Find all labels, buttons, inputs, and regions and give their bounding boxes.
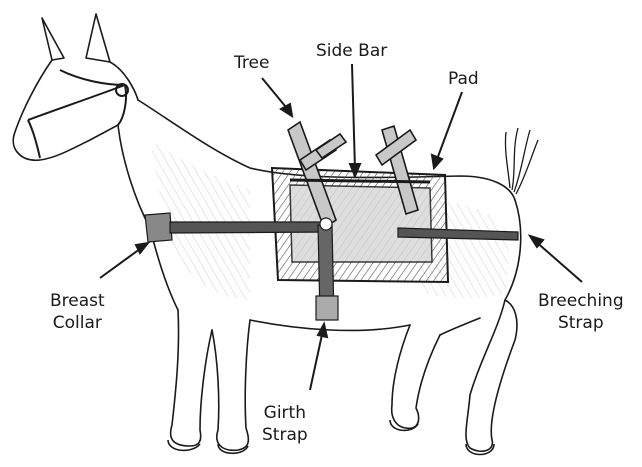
label-breeching-strap: Breeching Strap (538, 290, 624, 334)
label-side-bar: Side Bar (316, 40, 387, 62)
label-girth-strap: Girth Strap (262, 402, 308, 446)
label-tree: Tree (234, 52, 269, 74)
tail (505, 128, 538, 194)
halter (28, 70, 128, 158)
side-bar (290, 180, 430, 182)
label-breast-collar: Breast Collar (50, 290, 105, 334)
label-pad: Pad (448, 68, 479, 90)
